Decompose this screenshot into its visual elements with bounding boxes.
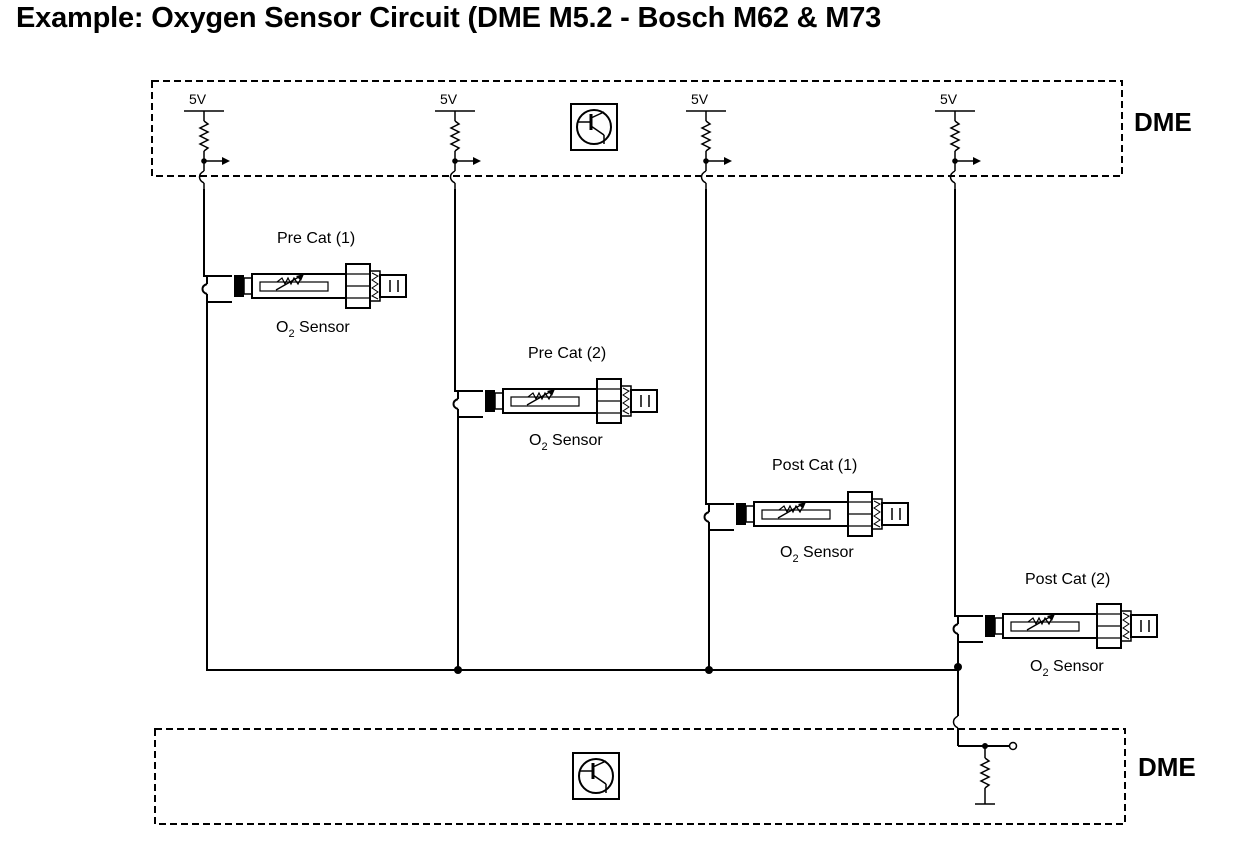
dme-box-bottom bbox=[154, 728, 1126, 825]
supply-label-3: 5V bbox=[691, 91, 709, 107]
dme-label-bottom: DME bbox=[1138, 752, 1196, 782]
sensor-type-post-cat-1: O2 Sensor bbox=[780, 544, 854, 565]
page-title: Example: Oxygen Sensor Circuit (DME M5.2… bbox=[16, 2, 882, 34]
dme-transistor-symbol-bottom bbox=[571, 751, 621, 801]
sensor-type-pre-cat-1: O2 Sensor bbox=[276, 319, 350, 340]
o2-sensor-post-cat-1: Post Cat (1) O2 Sensor bbox=[703, 457, 909, 565]
dme-transistor-symbol-top bbox=[569, 102, 619, 152]
dme-label-top: DME bbox=[1134, 107, 1192, 137]
supply-label-1: 5V bbox=[189, 91, 207, 107]
signal-wires bbox=[203, 189, 983, 617]
sensor-name-pre-cat-2: Pre Cat (2) bbox=[528, 345, 606, 362]
supply-branch-3: 5V bbox=[685, 91, 733, 190]
supply-branch-1: 5V bbox=[183, 91, 231, 190]
ground-return-wires bbox=[206, 302, 1018, 805]
sensor-name-pre-cat-1: Pre Cat (1) bbox=[277, 230, 355, 247]
sensor-name-post-cat-1: Post Cat (1) bbox=[772, 457, 857, 474]
dme-box-top bbox=[151, 80, 1123, 177]
sensor-type-pre-cat-2: O2 Sensor bbox=[529, 432, 603, 453]
o2-sensor-pre-cat-2: Pre Cat (2) O2 Sensor bbox=[452, 345, 658, 453]
sensor-type-post-cat-2: O2 Sensor bbox=[1030, 658, 1104, 679]
o2-sensor-pre-cat-1: Pre Cat (1) O2 Sensor bbox=[201, 230, 407, 340]
supply-branch-4: 5V bbox=[934, 91, 982, 190]
sensor-name-post-cat-2: Post Cat (2) bbox=[1025, 571, 1110, 588]
supply-label-4: 5V bbox=[940, 91, 958, 107]
o2-sensor-post-cat-2: Post Cat (2) O2 Sensor bbox=[952, 571, 1158, 679]
supply-branch-2: 5V bbox=[434, 91, 482, 190]
supply-label-2: 5V bbox=[440, 91, 458, 107]
